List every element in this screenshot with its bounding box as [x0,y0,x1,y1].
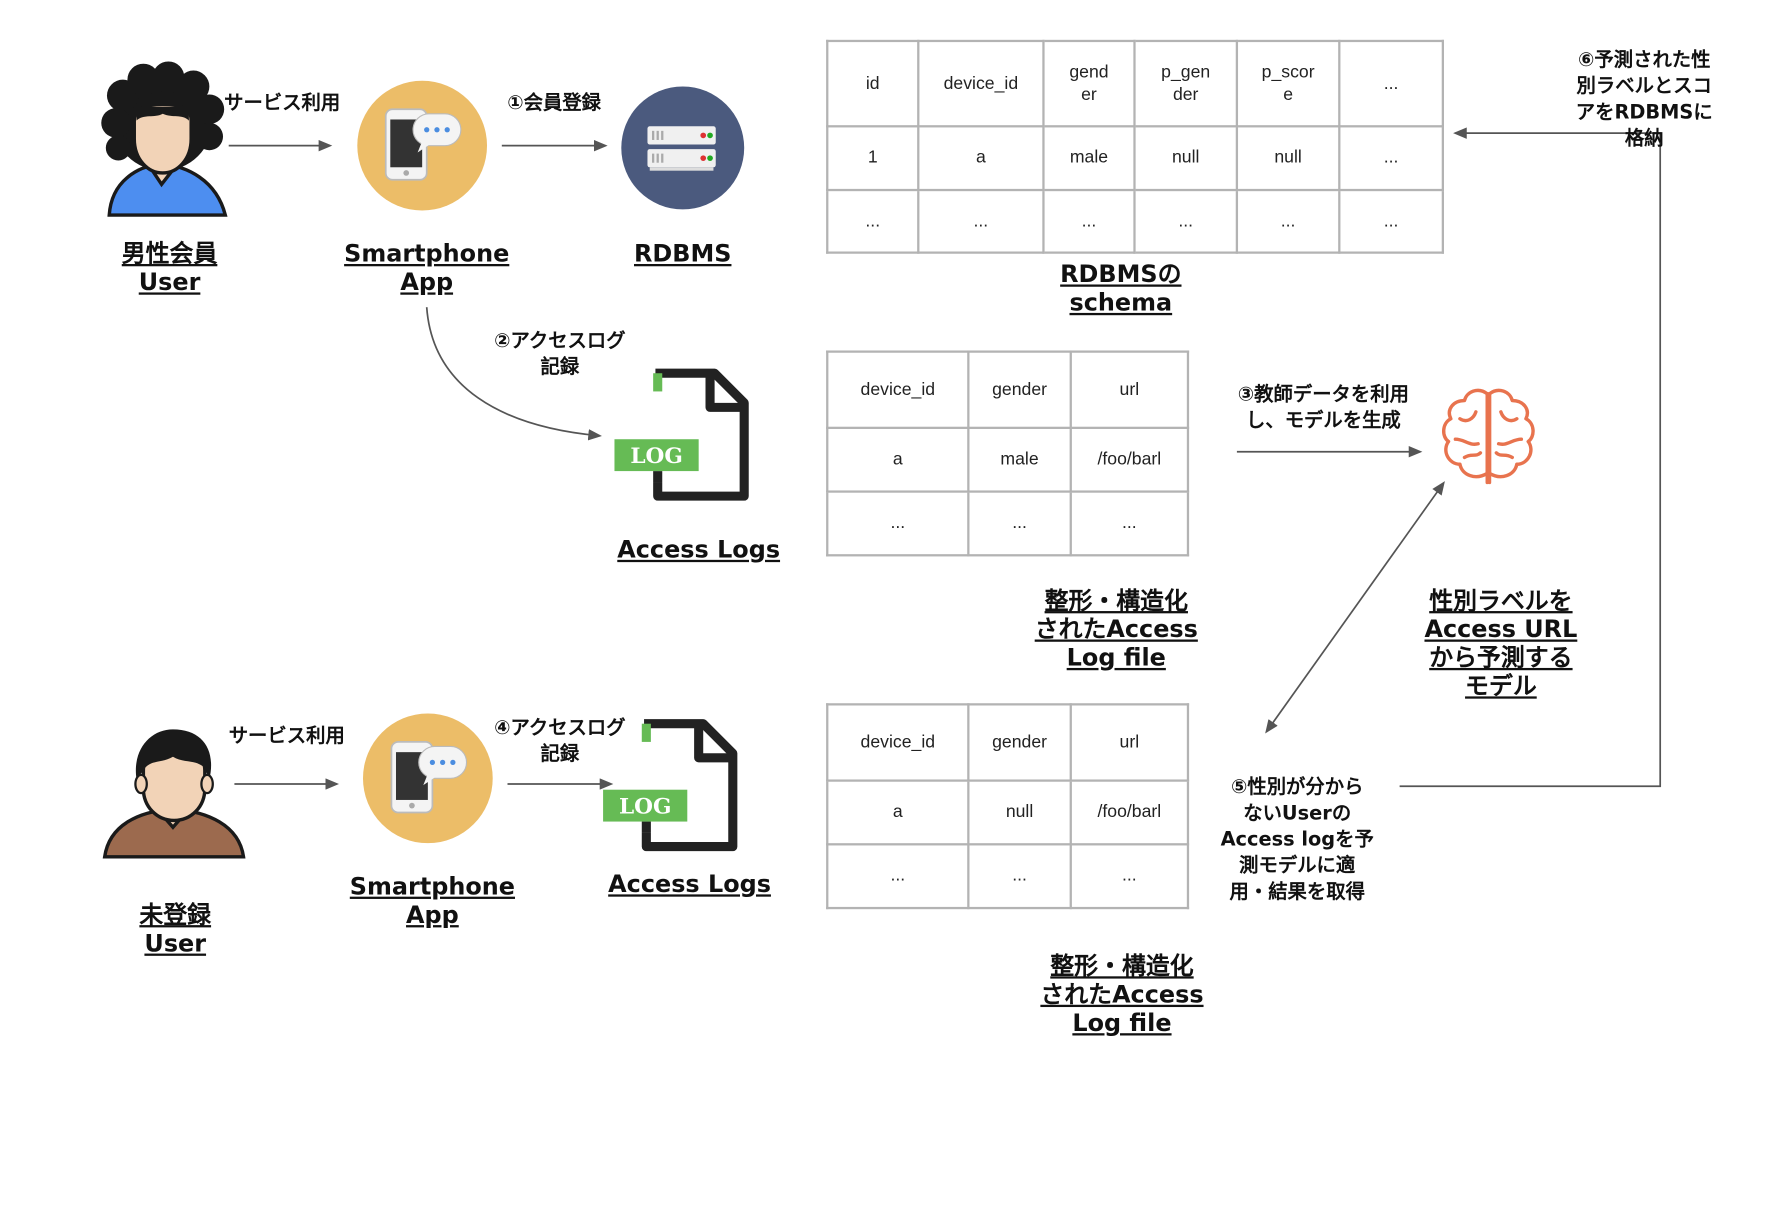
schema-header-cell: p_gen der [1133,39,1239,128]
schema-cell: ... [1235,188,1341,254]
service-use-label-bottom: サービス利用 [228,724,345,748]
prediction-model-label: 性別ラベルを Access URL から予測する モデル [1424,587,1578,700]
rdbms-label: RDBMS [634,240,732,268]
rdbms-schema-caption: RDBMSの schema [1060,260,1182,317]
schema-header-cell: gend er [1042,39,1136,128]
schema-header-cell: ... [1338,39,1444,128]
schema-cell: male [1042,125,1136,192]
log-cell: a [826,779,970,846]
log-cell: ... [967,490,1072,557]
table-row: a null /foo/barl [826,779,1190,846]
log-header-cell: url [1069,350,1190,429]
rdbms-schema-table: id device_id gend er p_gen der p_scor e … [826,39,1444,254]
log-file-icon-bottom: LOG [603,719,738,852]
schema-cell: ... [917,188,1045,254]
smartphone-app-label-top: Smartphone App [344,240,510,296]
step6-store-result-label: ⑥予測された性 別ラベルとスコ アをRDBMSに 格納 [1575,48,1713,151]
schema-cell: a [917,125,1045,192]
step1-member-registration-label: ①会員登録 [507,92,602,115]
log-icon-text-bottom: LOG [619,795,671,820]
access-log-table-top: device_id gender url a male /foo/barl ..… [826,350,1190,557]
log-file-icon-top: LOG [614,368,749,501]
log-cell: a [826,426,970,493]
smartphone-app-label-bottom: Smartphone App [349,872,516,929]
log-cell: ... [826,490,970,557]
step3-generate-model-label: ③教師データを利用 し、モデルを生成 [1237,383,1409,433]
table-row: 1 a male null null ... [826,125,1444,192]
connector-layer [228,127,1662,790]
log-cell: /foo/barl [1069,426,1190,493]
log-header-cell: device_id [826,703,970,782]
log-cell: null [967,779,1072,846]
access-logs-label-top: Access Logs [617,535,781,564]
log-cell: ... [967,843,1072,910]
log-header-cell: gender [967,350,1072,429]
brain-model-icon [1442,388,1535,485]
schema-cell: ... [1338,125,1444,192]
arrow-result-to-rdbms [1399,127,1662,788]
log-cell: ... [1069,843,1190,910]
rdbms-server-icon [621,86,745,210]
table-row: ... ... ... [826,843,1190,910]
log-cell: ... [1069,490,1190,557]
table-row: ... ... ... ... ... ... [826,188,1444,254]
log-header-cell: url [1069,703,1190,782]
structured-log-caption-bottom: 整形・構造化 されたAccess Log file [1040,952,1204,1037]
service-use-label-top: サービス利用 [224,92,341,115]
schema-cell: 1 [826,125,920,192]
table-row: a male /foo/barl [826,426,1190,493]
smartphone-app-icon [357,80,488,211]
access-logs-label-bottom: Access Logs [608,870,771,898]
schema-header-cell: p_scor e [1235,39,1341,128]
curly-hair-user-icon [101,61,228,217]
log-header-cell: device_id [826,350,970,429]
access-log-table-bottom: device_id gender url a null /foo/barl ..… [826,703,1190,910]
schema-cell: ... [1042,188,1136,254]
smartphone-app-icon-bottom [362,713,493,844]
schema-header-cell: id [826,39,920,128]
schema-cell: ... [826,188,920,254]
step4-access-log-record-label: ④アクセスログ 記録 [494,716,626,766]
log-cell: ... [826,843,970,910]
schema-cell: null [1133,125,1239,192]
log-cell: male [967,426,1072,493]
arrow-app-to-access-logs [425,307,602,441]
male-member-user-label: 男性会員 User [121,240,218,296]
short-hair-user-icon [102,729,246,859]
log-icon-text-top: LOG [630,444,682,469]
log-header-cell: gender [967,703,1072,782]
schema-cell: ... [1133,188,1239,254]
arrow-model-apply [1265,481,1445,734]
schema-cell: null [1235,125,1341,192]
log-cell: /foo/barl [1069,779,1190,846]
structured-log-caption-top: 整形・構造化 されたAccess Log file [1034,587,1198,672]
schema-header-cell: device_id [917,39,1045,128]
step5-apply-model-label: ⑤性別が分から ないUserの Access logを予 測モデルに適 用・結果… [1220,776,1374,904]
unregistered-user-label: 未登録 User [139,901,212,957]
schema-cell: ... [1338,188,1444,254]
table-row: ... ... ... [826,490,1190,557]
step2-access-log-record-label: ②アクセスログ 記録 [494,329,626,379]
